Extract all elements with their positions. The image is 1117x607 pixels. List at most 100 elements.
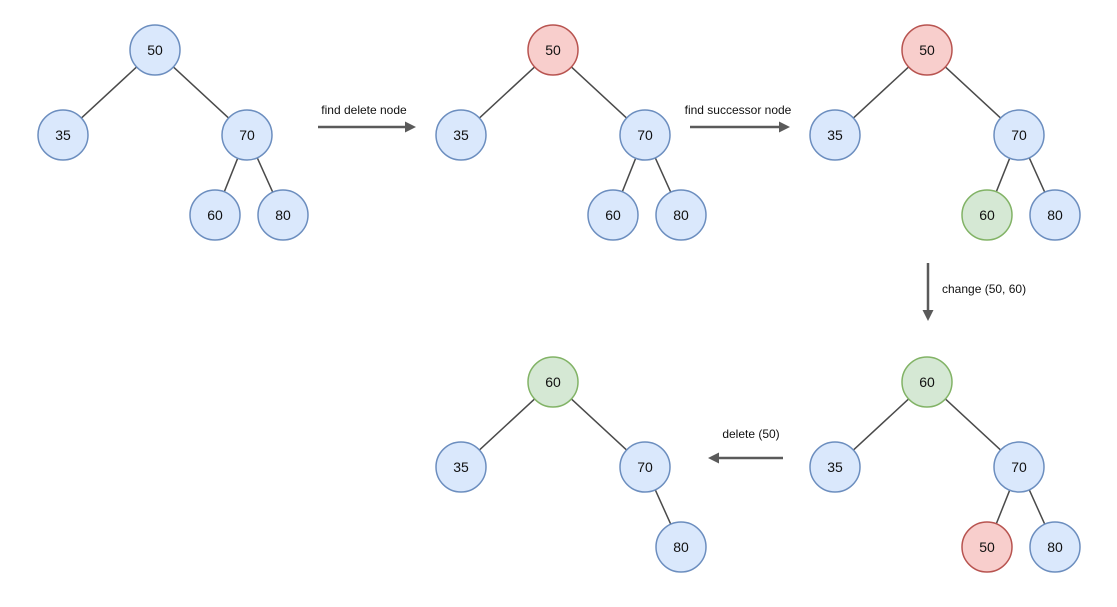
node-circle xyxy=(901,24,953,76)
node-circle xyxy=(435,109,487,161)
arrow-head-icon xyxy=(405,121,416,133)
node-label: 50 xyxy=(545,42,561,58)
tree-edge xyxy=(478,398,536,451)
node-label: 35 xyxy=(453,459,469,475)
tree-node: 80 xyxy=(655,189,707,241)
node-label: 60 xyxy=(919,374,935,390)
step-arrow: delete (50) xyxy=(708,427,783,464)
tree-node: 80 xyxy=(655,521,707,573)
tree-node: 60 xyxy=(961,189,1013,241)
tree-node: 70 xyxy=(993,441,1045,493)
node-label: 60 xyxy=(207,207,223,223)
arrow-head-icon xyxy=(922,310,934,321)
node-label: 80 xyxy=(1047,207,1063,223)
tree-node: 35 xyxy=(435,109,487,161)
tree-node: 80 xyxy=(1029,521,1081,573)
tree-node: 70 xyxy=(993,109,1045,161)
node-circle xyxy=(257,189,309,241)
node-circle xyxy=(993,109,1045,161)
node-circle xyxy=(619,441,671,493)
arrows-layer: find delete node find successor node chang… xyxy=(318,103,1026,464)
arrow-label: find successor node xyxy=(685,103,792,117)
node-circle xyxy=(901,356,953,408)
tree-node: 35 xyxy=(809,441,861,493)
node-circle xyxy=(619,109,671,161)
nodes-layer: 50 35 70 60 80 50 35 70 60 80 50 35 70 60 80 60 35 70 50 80… xyxy=(37,24,1081,573)
tree-node: 80 xyxy=(257,189,309,241)
tree-edge xyxy=(223,157,239,193)
node-label: 80 xyxy=(1047,539,1063,555)
tree-node: 35 xyxy=(435,441,487,493)
tree-node: 60 xyxy=(527,356,579,408)
tree-edge xyxy=(621,157,637,193)
node-label: 50 xyxy=(919,42,935,58)
node-circle xyxy=(587,189,639,241)
tree-node: 80 xyxy=(1029,189,1081,241)
tree-edge xyxy=(995,489,1011,525)
tree-node: 50 xyxy=(129,24,181,76)
tree-edge xyxy=(80,66,138,119)
step-arrow: find successor node xyxy=(685,103,792,133)
node-label: 80 xyxy=(673,539,689,555)
tree-node: 60 xyxy=(587,189,639,241)
node-label: 70 xyxy=(637,127,653,143)
tree-node: 60 xyxy=(189,189,241,241)
node-circle xyxy=(1029,521,1081,573)
tree-edge xyxy=(256,157,274,193)
tree-node: 60 xyxy=(901,356,953,408)
node-circle xyxy=(189,189,241,241)
node-circle xyxy=(527,24,579,76)
node-circle xyxy=(1029,189,1081,241)
node-circle xyxy=(655,521,707,573)
node-circle xyxy=(129,24,181,76)
node-circle xyxy=(527,356,579,408)
step-arrow: change (50, 60) xyxy=(922,263,1026,321)
tree-node: 50 xyxy=(901,24,953,76)
tree-node: 50 xyxy=(961,521,1013,573)
tree-node: 70 xyxy=(619,109,671,161)
arrow-label: delete (50) xyxy=(722,427,779,441)
tree-edge xyxy=(570,66,628,119)
edges-layer xyxy=(80,66,1046,525)
node-circle xyxy=(655,189,707,241)
tree-edge xyxy=(944,66,1002,119)
tree-node: 35 xyxy=(809,109,861,161)
node-label: 35 xyxy=(827,459,843,475)
node-circle xyxy=(809,441,861,493)
node-label: 60 xyxy=(605,207,621,223)
node-label: 70 xyxy=(1011,127,1027,143)
arrow-label: find delete node xyxy=(321,103,407,117)
node-label: 80 xyxy=(275,207,291,223)
tree-node: 70 xyxy=(619,441,671,493)
tree-edge xyxy=(852,398,910,451)
tree-node: 50 xyxy=(527,24,579,76)
node-label: 35 xyxy=(55,127,71,143)
node-circle xyxy=(435,441,487,493)
node-label: 50 xyxy=(979,539,995,555)
node-label: 70 xyxy=(637,459,653,475)
arrow-head-icon xyxy=(779,121,790,133)
node-label: 80 xyxy=(673,207,689,223)
node-circle xyxy=(37,109,89,161)
node-label: 35 xyxy=(453,127,469,143)
tree-node: 35 xyxy=(37,109,89,161)
arrow-label: change (50, 60) xyxy=(942,282,1026,296)
node-label: 35 xyxy=(827,127,843,143)
tree-edge xyxy=(654,157,672,193)
node-label: 60 xyxy=(979,207,995,223)
tree-edge xyxy=(944,398,1002,451)
node-circle xyxy=(809,109,861,161)
tree-edge xyxy=(995,157,1011,193)
node-label: 60 xyxy=(545,374,561,390)
node-label: 70 xyxy=(239,127,255,143)
tree-edge xyxy=(852,66,910,119)
tree-edge xyxy=(478,66,536,119)
node-label: 70 xyxy=(1011,459,1027,475)
tree-edge xyxy=(1028,157,1046,193)
node-circle xyxy=(993,441,1045,493)
arrow-head-icon xyxy=(708,452,719,464)
tree-edge xyxy=(654,489,672,525)
tree-edge xyxy=(1028,489,1046,525)
node-circle xyxy=(961,521,1013,573)
step-arrow: find delete node xyxy=(318,103,416,133)
